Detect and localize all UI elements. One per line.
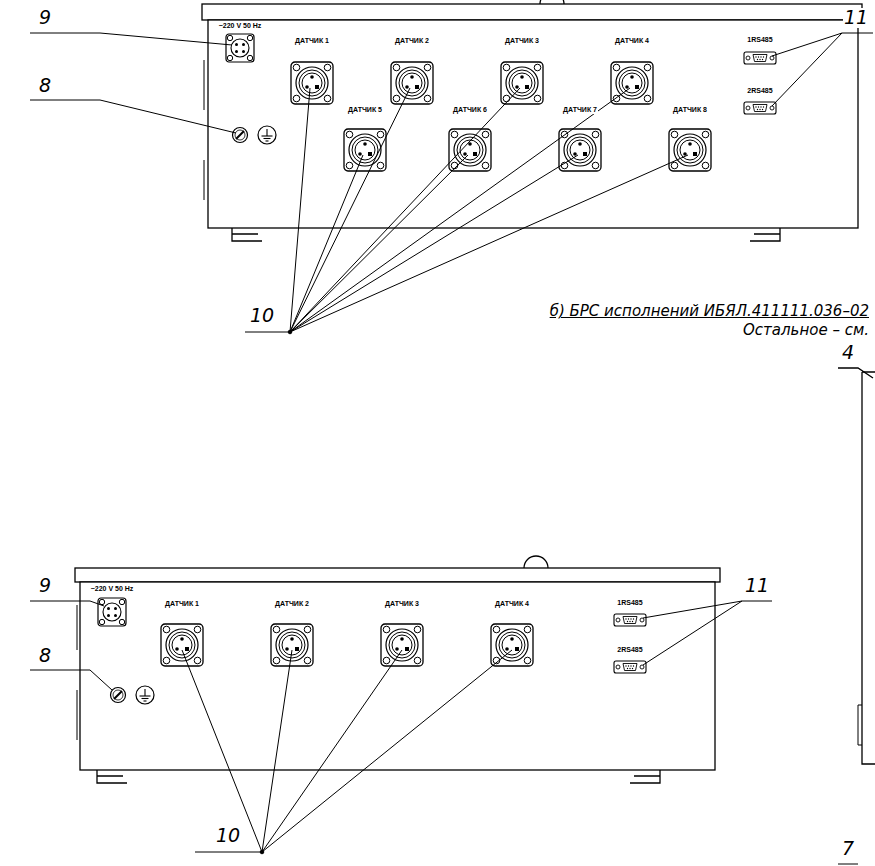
leader-lines-top [30,33,873,334]
power-connector [98,598,126,626]
rs485-connector [744,102,776,114]
port-label: 1RS485 [616,599,643,606]
sensor-connector [381,624,423,666]
connector-label: ДАТЧИК 7 [562,106,598,113]
note: Остальное – см. [742,323,870,339]
connector-label: ДАТЧИК 4 [494,600,530,607]
sensor-connector [391,62,433,104]
callout-number: 9 [38,576,52,596]
callout-number: 7 [841,839,855,859]
callout-number: 11 [843,8,869,28]
sensor-connector [449,129,491,171]
sensor-connector [271,624,313,666]
callout-number: 8 [38,646,52,666]
callout-number: 10 [249,306,275,326]
sensor-connector [501,62,543,104]
rs485-connector [614,614,646,626]
port-label: 2RS485 [616,646,643,653]
ground-screw [111,688,126,703]
connector-label: ДАТЧИК 2 [394,37,430,44]
ground-symbol [136,686,154,704]
callout-number: 4 [841,343,855,363]
voltage-label: ~220 V 50 Hz [90,585,135,592]
port-label: 1RS485 [746,36,773,43]
sensor-connector [559,129,601,171]
callout-number: 10 [215,826,241,846]
connector-label: ДАТЧИК 3 [504,37,540,44]
connector-label: ДАТЧИК 1 [294,37,330,44]
voltage-label: ~220 V 50 Hz [218,22,263,29]
connector-label: ДАТЧИК 4 [614,37,650,44]
callout-number: 8 [38,76,52,96]
port-label: 2RS485 [746,87,773,94]
connector-label: ДАТЧИК 6 [452,106,488,113]
view-caption: б) БРС исполнений ИБЯЛ.411111.036–02 [549,304,870,320]
power-connector [226,34,254,62]
rs485-connector [744,52,776,64]
sensor-connector [291,62,333,104]
leader-lines-bottom [30,601,858,864]
enclosure-top [202,0,862,241]
callout-number: 11 [744,576,770,596]
rs485-connector [614,661,646,673]
connectors-bottom [98,598,646,704]
connector-label: ДАТЧИК 3 [384,600,420,607]
connector-label: ДАТЧИК 1 [164,600,200,607]
sensor-connector [161,624,203,666]
sensor-connector [491,624,533,666]
connector-label: ДАТЧИК 8 [672,106,708,113]
side-view-fragment [838,368,875,764]
enclosure-bottom [75,556,720,783]
callout-number: 9 [38,8,52,28]
connector-label: ДАТЧИК 2 [274,600,310,607]
connector-label: ДАТЧИК 5 [347,106,383,113]
ground-screw [233,128,248,143]
sensor-connector [669,129,711,171]
ground-symbol [258,126,276,144]
